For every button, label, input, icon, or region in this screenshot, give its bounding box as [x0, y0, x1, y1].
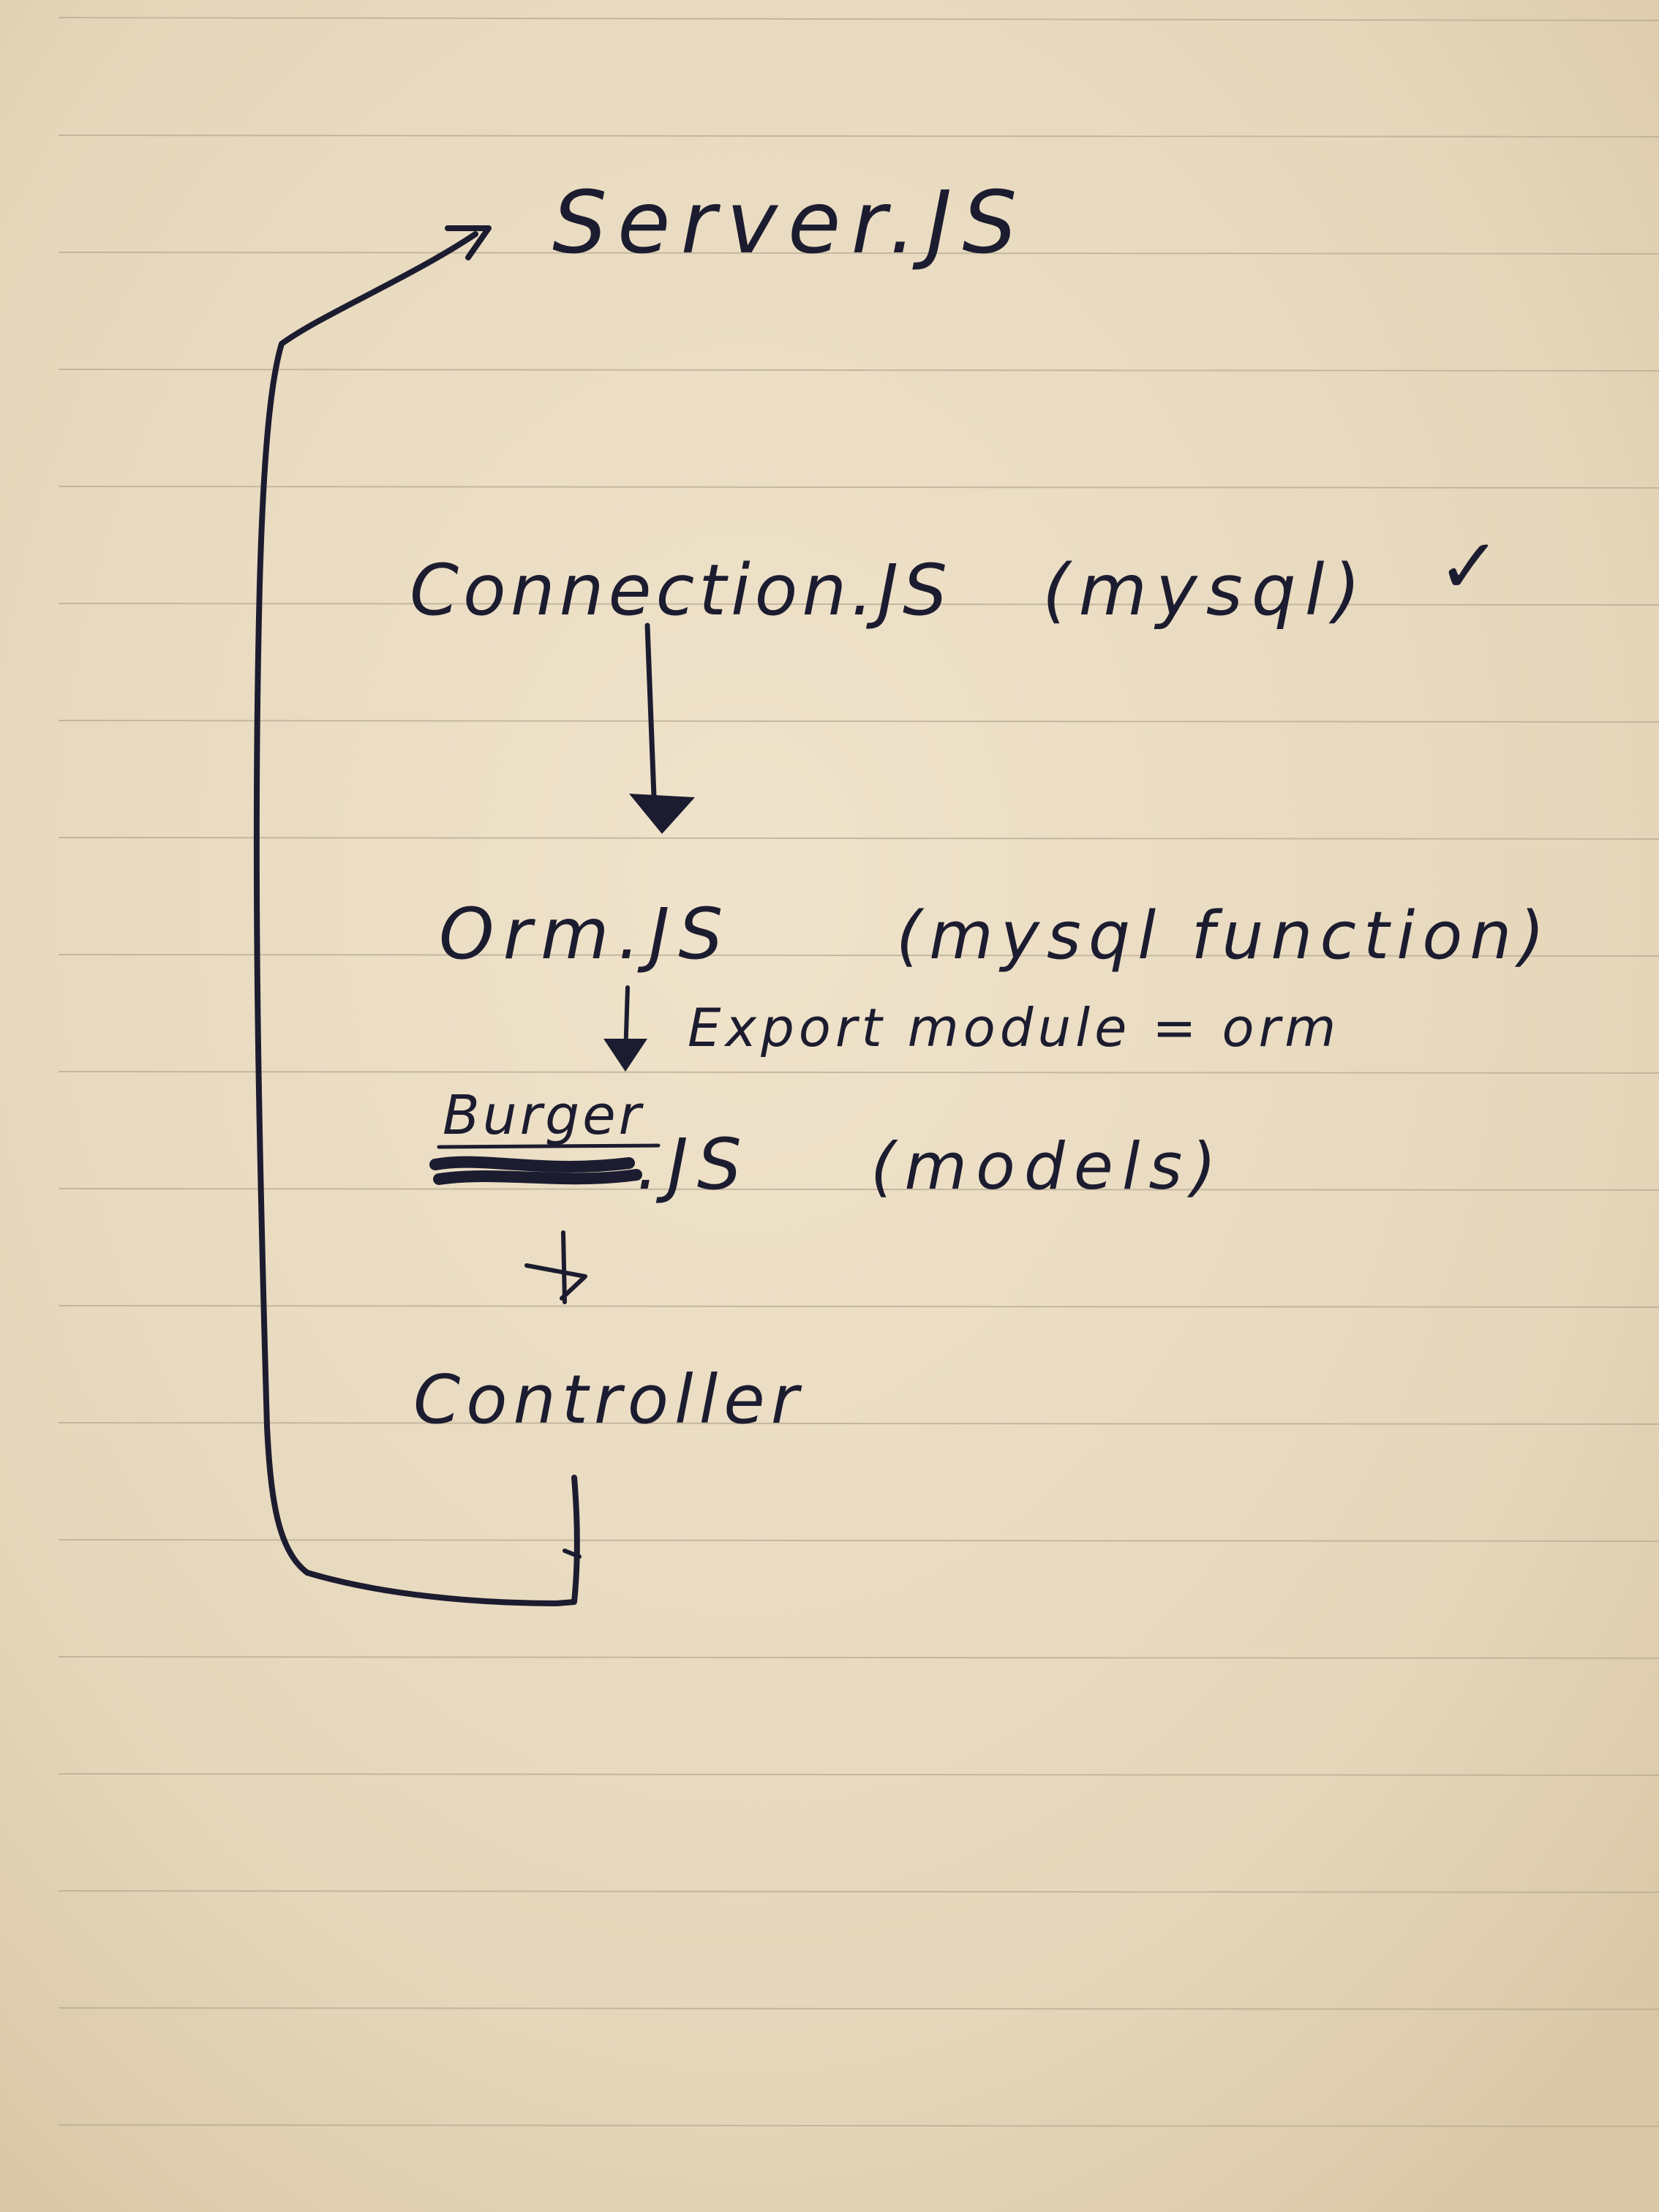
ruled-line [58, 1656, 1659, 1659]
arrow-orm-to-burger-head [603, 1039, 647, 1072]
orm-note: (mysql function) [896, 898, 1551, 974]
burger-underline [437, 1143, 661, 1149]
ruled-line [58, 1188, 1659, 1191]
burger-note: (models) [870, 1129, 1225, 1204]
ruled-line [58, 17, 1659, 21]
return-arrow-head [445, 225, 492, 260]
arrow-connection-to-orm [644, 622, 658, 819]
burger-label: Burger [443, 1084, 644, 1147]
ruled-line [58, 2124, 1659, 2127]
arrow-connection-to-orm-head [629, 794, 695, 834]
server-js-label: Server.JS [552, 172, 1027, 273]
check-mark-icon: ✓ [1437, 522, 1501, 611]
ruled-line [58, 603, 1659, 606]
ruled-line [58, 2007, 1659, 2010]
ruled-line [58, 1539, 1659, 1542]
arrow-burger-to-controller-head [524, 1263, 587, 1301]
connection-note: (mysql) [1042, 549, 1369, 631]
scribbled-out-word [429, 1156, 642, 1185]
ruled-line [58, 135, 1659, 138]
ruled-line [58, 954, 1659, 957]
ruled-line [58, 1422, 1659, 1425]
ruled-line [58, 486, 1659, 489]
ruled-line [58, 1773, 1659, 1776]
ruled-line [58, 837, 1659, 840]
return-arrow-tick [563, 1549, 582, 1559]
ruled-lines [58, 17, 1659, 2127]
arrow-burger-to-controller [561, 1230, 567, 1304]
ruled-line [58, 369, 1659, 372]
ruled-line [58, 1071, 1659, 1074]
controller-label: Controller [413, 1361, 805, 1439]
burger-js-ext: .JS [636, 1124, 750, 1205]
orm-js-label: Orm.JS [439, 893, 731, 975]
return-arrow-line [253, 231, 580, 1606]
connection-js-label: Connection.JS [410, 549, 952, 631]
export-module-note: Export module = orm [688, 997, 1340, 1058]
ruled-line [58, 252, 1659, 255]
ruled-line [58, 720, 1659, 723]
ruled-line [58, 1305, 1659, 1308]
ruled-line [58, 1890, 1659, 1893]
